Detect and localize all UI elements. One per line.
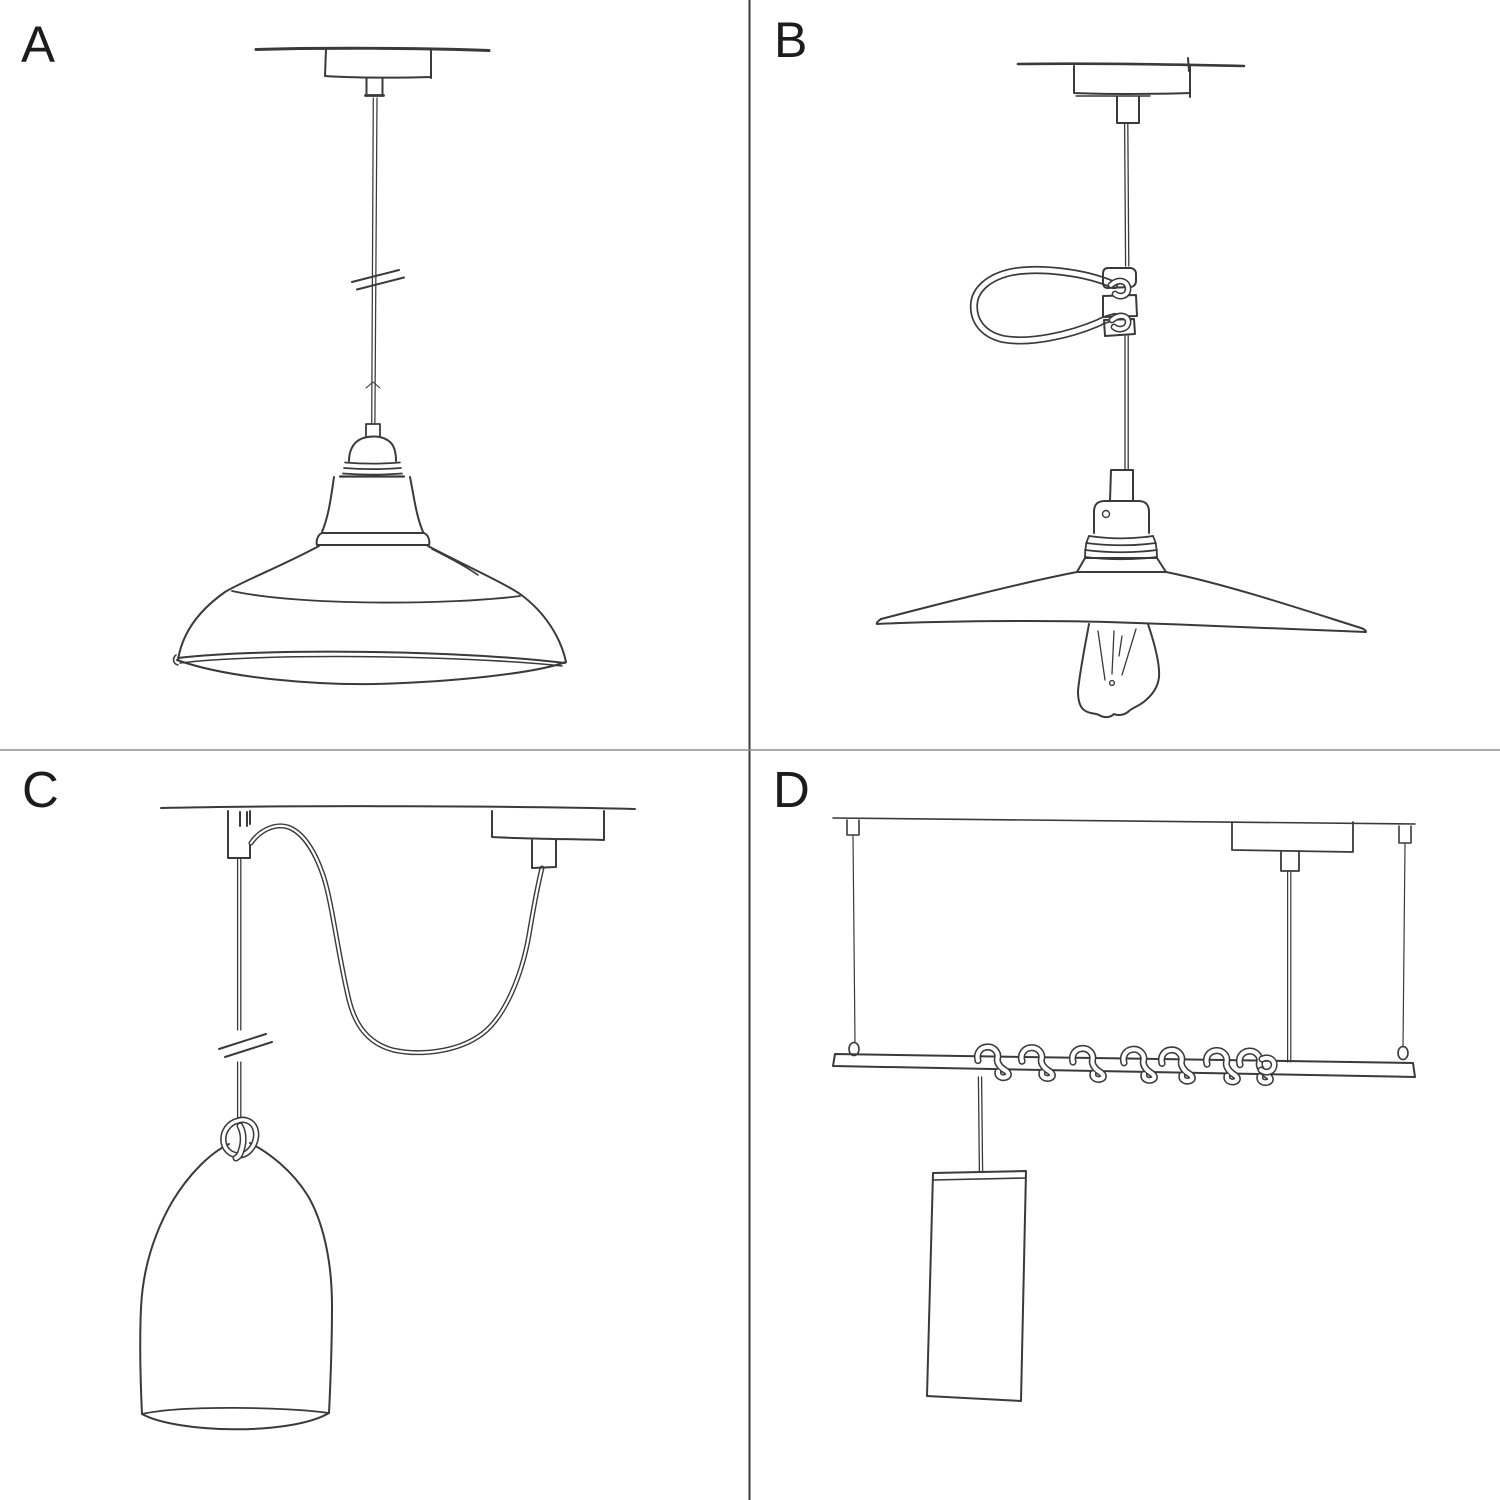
svg-text:D: D: [773, 761, 810, 818]
svg-text:B: B: [774, 12, 807, 68]
svg-text:A: A: [21, 16, 55, 73]
svg-text:C: C: [22, 761, 59, 818]
